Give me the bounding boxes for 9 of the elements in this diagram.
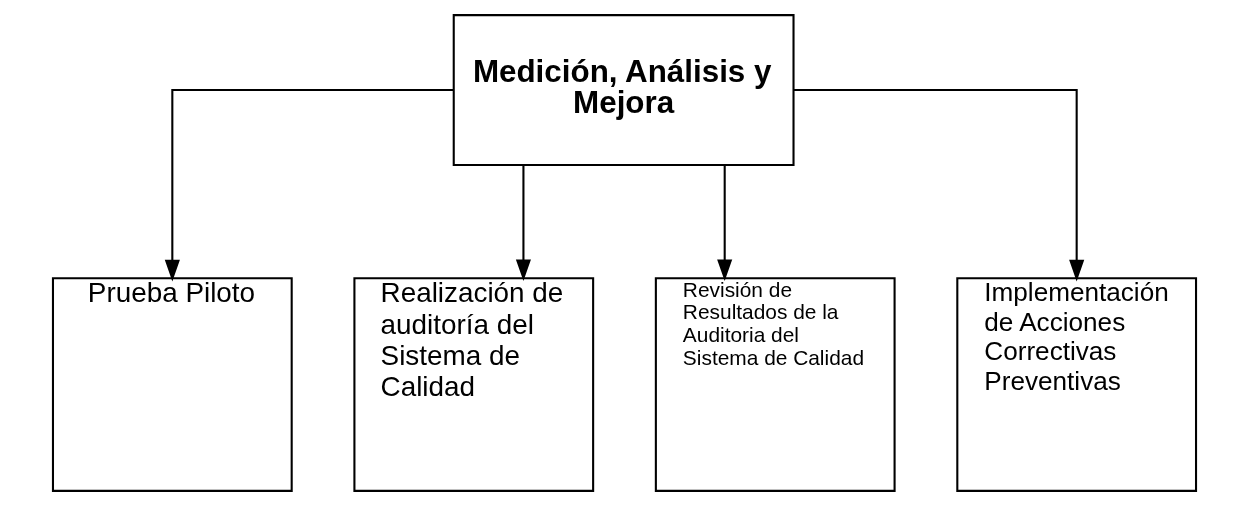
arrow [515, 165, 531, 282]
arrow [793, 89, 1085, 282]
node-box: Realización de auditoría del Sistema de Calidad [353, 277, 595, 492]
arrow [717, 165, 733, 282]
node-box: Prueba Piloto [51, 277, 293, 492]
node-box: Revisión de Resultados de la Auditoria del Sistema de Calidad [654, 277, 896, 492]
arrow [164, 89, 454, 282]
node-box: Medición, Análisis y Mejora [452, 14, 795, 167]
node-box: Implementación de Acciones Correctivas Preventivas [956, 277, 1198, 492]
